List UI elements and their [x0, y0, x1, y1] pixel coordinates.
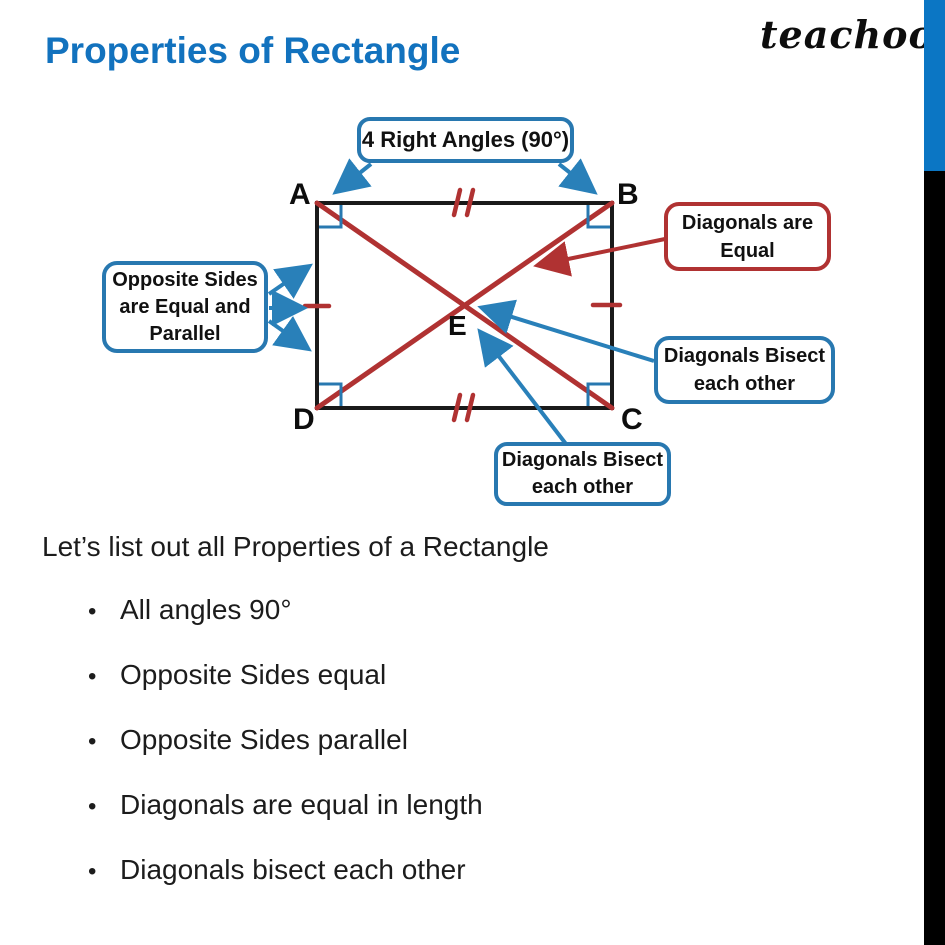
- brand-logo: teachoo: [760, 12, 935, 57]
- properties-list: • All angles 90° • Opposite Sides equal …: [88, 594, 483, 886]
- list-item: • All angles 90°: [88, 594, 483, 626]
- corner-mark-a: [319, 205, 343, 229]
- list-item-text: Opposite Sides parallel: [120, 724, 408, 755]
- callout-opposite-sides-line1: Opposite Sides: [112, 268, 258, 291]
- callout-right-angles: 4 Right Angles (90°): [357, 117, 574, 163]
- arrow-diagonals-equal: [533, 237, 666, 277]
- callout-diagonals-bisect-bottom-line2: each other: [531, 476, 634, 498]
- tick-bottom-1: [451, 392, 463, 423]
- list-item-text: Opposite Sides equal: [120, 659, 387, 690]
- list-item: • Opposite Sides equal: [88, 659, 483, 691]
- bullet-icon: •: [88, 858, 97, 885]
- tick-top-1: [451, 187, 463, 218]
- corner-mark-c: [586, 382, 610, 406]
- callout-opposite-sides-line3: Parallel: [149, 322, 221, 345]
- bullet-icon: •: [88, 598, 97, 625]
- arrow-bisect-bottom-to-e: [477, 328, 568, 446]
- right-angle-marks: [319, 205, 610, 406]
- callout-diagonals-bisect-right-line2: each other: [693, 373, 796, 395]
- arrow-opposite-top: [267, 263, 313, 299]
- page-title: Properties of Rectangle: [45, 30, 461, 71]
- callout-right-angles-text: 4 Right Angles (90°): [361, 127, 570, 152]
- list-item: • Opposite Sides parallel: [88, 724, 483, 756]
- callout-opposite-sides: Opposite Sides are Equal and Parallel: [102, 261, 268, 353]
- callout-diagonals-bisect-bottom-line1: Diagonals Bisect: [501, 449, 664, 471]
- callout-diagonals-bisect-right-line1: Diagonals Bisect: [663, 345, 826, 367]
- arrow-bisect-right-to-e: [477, 299, 655, 363]
- callout-diagonals-equal-line1: Diagonals are: [681, 211, 814, 234]
- callout-diagonals-equal: Diagonals are Equal: [664, 202, 831, 271]
- accent-bar-black: [924, 171, 945, 945]
- callout-diagonals-bisect-right: Diagonals Bisect each other: [654, 336, 835, 404]
- callout-opposite-sides-line2: are Equal and: [119, 295, 251, 318]
- bullet-icon: •: [88, 663, 97, 690]
- callout-arrows-blue: [267, 158, 655, 446]
- vertex-label-e: E: [448, 310, 467, 341]
- tick-bottom-2: [464, 392, 476, 423]
- callout-diagonals-bisect-bottom: Diagonals Bisect each other: [494, 442, 671, 506]
- list-item: • Diagonals bisect each other: [88, 854, 483, 886]
- vertex-label-b: B: [617, 178, 639, 211]
- side-tick-marks: [302, 187, 623, 423]
- corner-mark-d: [319, 382, 343, 406]
- bullet-icon: •: [88, 728, 97, 755]
- tick-top-2: [464, 187, 476, 218]
- diagonals: [314, 200, 615, 411]
- diagonal-bd: [314, 200, 615, 411]
- list-item-text: All angles 90°: [120, 594, 292, 625]
- bullet-icon: •: [88, 793, 97, 820]
- arrow-opposite-bottom: [267, 315, 312, 352]
- accent-bar-blue: [924, 0, 945, 171]
- list-item: • Diagonals are equal in length: [88, 789, 483, 821]
- arrow-rightangles-to-b: [557, 158, 598, 195]
- vertex-label-d: D: [293, 403, 315, 436]
- vertex-label-a: A: [289, 178, 311, 211]
- intro-text: Let’s list out all Properties of a Recta…: [42, 531, 549, 562]
- vertex-label-c: C: [621, 403, 643, 436]
- corner-mark-b: [586, 205, 610, 229]
- list-item-text: Diagonals are equal in length: [120, 789, 483, 820]
- list-item-text: Diagonals bisect each other: [120, 854, 466, 885]
- callout-diagonals-equal-line2: Equal: [720, 239, 775, 262]
- arrow-rightangles-to-a: [332, 158, 373, 195]
